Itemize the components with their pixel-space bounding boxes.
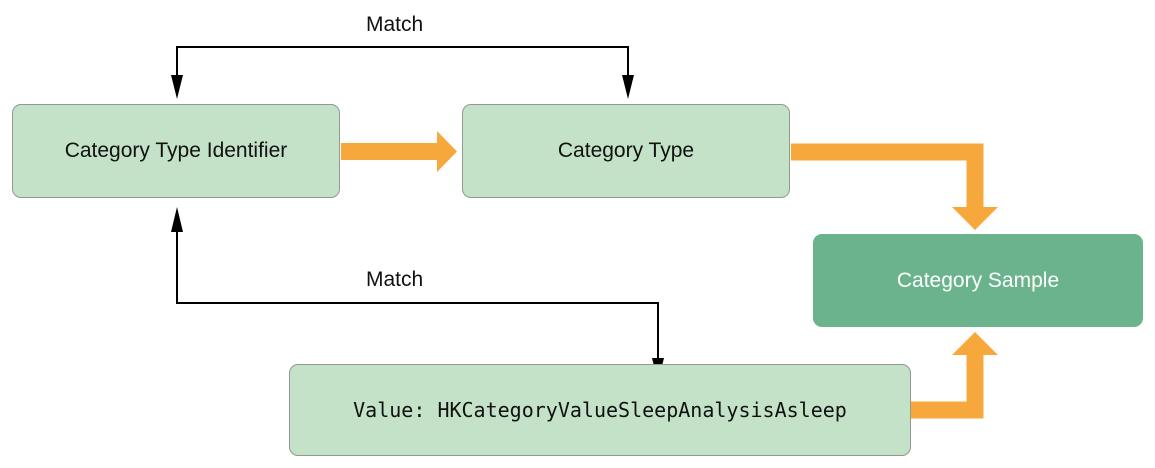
edge-label-match-top: Match bbox=[366, 13, 424, 36]
flow-arrow-value-to-sample bbox=[911, 332, 998, 419]
node-label: Category Sample bbox=[896, 268, 1060, 292]
flow-arrow-type-to-sample bbox=[791, 143, 998, 230]
node-label: Category Type Identifier bbox=[64, 139, 288, 162]
flow-arrow-identifier-to-type bbox=[341, 131, 457, 172]
match-connector-bottom bbox=[171, 207, 664, 382]
node-value-prefix: Value: bbox=[353, 398, 438, 422]
node-value-label: HKCategoryValueSleepAnalysisAsleep bbox=[437, 398, 847, 422]
edge-label-match-bottom: Match bbox=[366, 268, 424, 291]
node-category-type-identifier: Category Type Identifier bbox=[12, 104, 340, 198]
node-category-sample: Category Sample bbox=[813, 234, 1143, 327]
match-connector-top bbox=[171, 46, 634, 99]
node-label: Category Type bbox=[557, 139, 695, 162]
node-category-type: Category Type bbox=[462, 104, 790, 198]
node-value: Value: HKCategoryValueSleepAnalysisAslee… bbox=[289, 364, 911, 456]
